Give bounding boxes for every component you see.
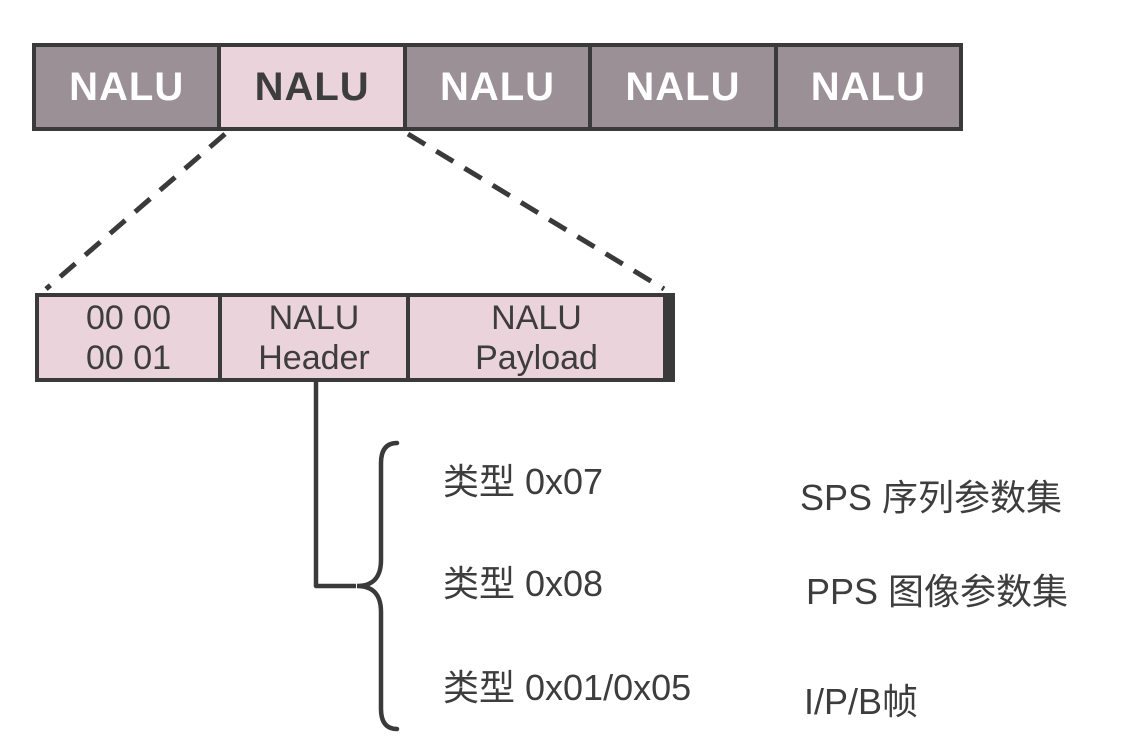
stream-block: NALU [406, 47, 593, 127]
curly-brace [356, 440, 400, 732]
nalu-type-0x01-0x05-meaning: I/P/B帧 [804, 681, 919, 722]
stream-block: NALU [592, 47, 778, 127]
nalu-type-0x08-meaning: PPS 图像参数集 [806, 571, 1069, 612]
header-connector-line [313, 380, 356, 589]
nalu-payload-line2: Payload [475, 338, 598, 377]
nalu-stream-bar: NALU NALU NALU NALU NALU [32, 43, 963, 131]
stream-block: NALU [36, 47, 222, 127]
nalu-header-cell: NALU Header [222, 297, 410, 378]
stream-block: NALU [777, 47, 960, 127]
start-code-line1: 00 00 [85, 298, 172, 337]
nalu-header-line1: NALU [268, 298, 360, 337]
stream-block-highlighted: NALU [221, 47, 407, 127]
nalu-structure-bar: 00 00 00 01 NALU Header NALU Payload [35, 293, 675, 382]
nalu-payload-cell: NALU Payload [410, 297, 663, 378]
nalu-type-0x07-meaning: SPS 序列参数集 [800, 477, 1063, 518]
nalu-payload-line1: NALU [491, 298, 582, 337]
expansion-dashed-line-right [406, 131, 666, 292]
start-code-line2: 00 01 [85, 338, 172, 377]
nalu-type-0x08: 类型 0x08 [443, 563, 604, 604]
expansion-dashed-line-left [44, 132, 227, 291]
nalu-type-0x07: 类型 0x07 [443, 461, 604, 502]
nalu-header-line2: Header [258, 338, 370, 377]
nalu-type-0x01-0x05: 类型 0x01/0x05 [443, 667, 692, 708]
start-code-cell: 00 00 00 01 [39, 297, 222, 378]
